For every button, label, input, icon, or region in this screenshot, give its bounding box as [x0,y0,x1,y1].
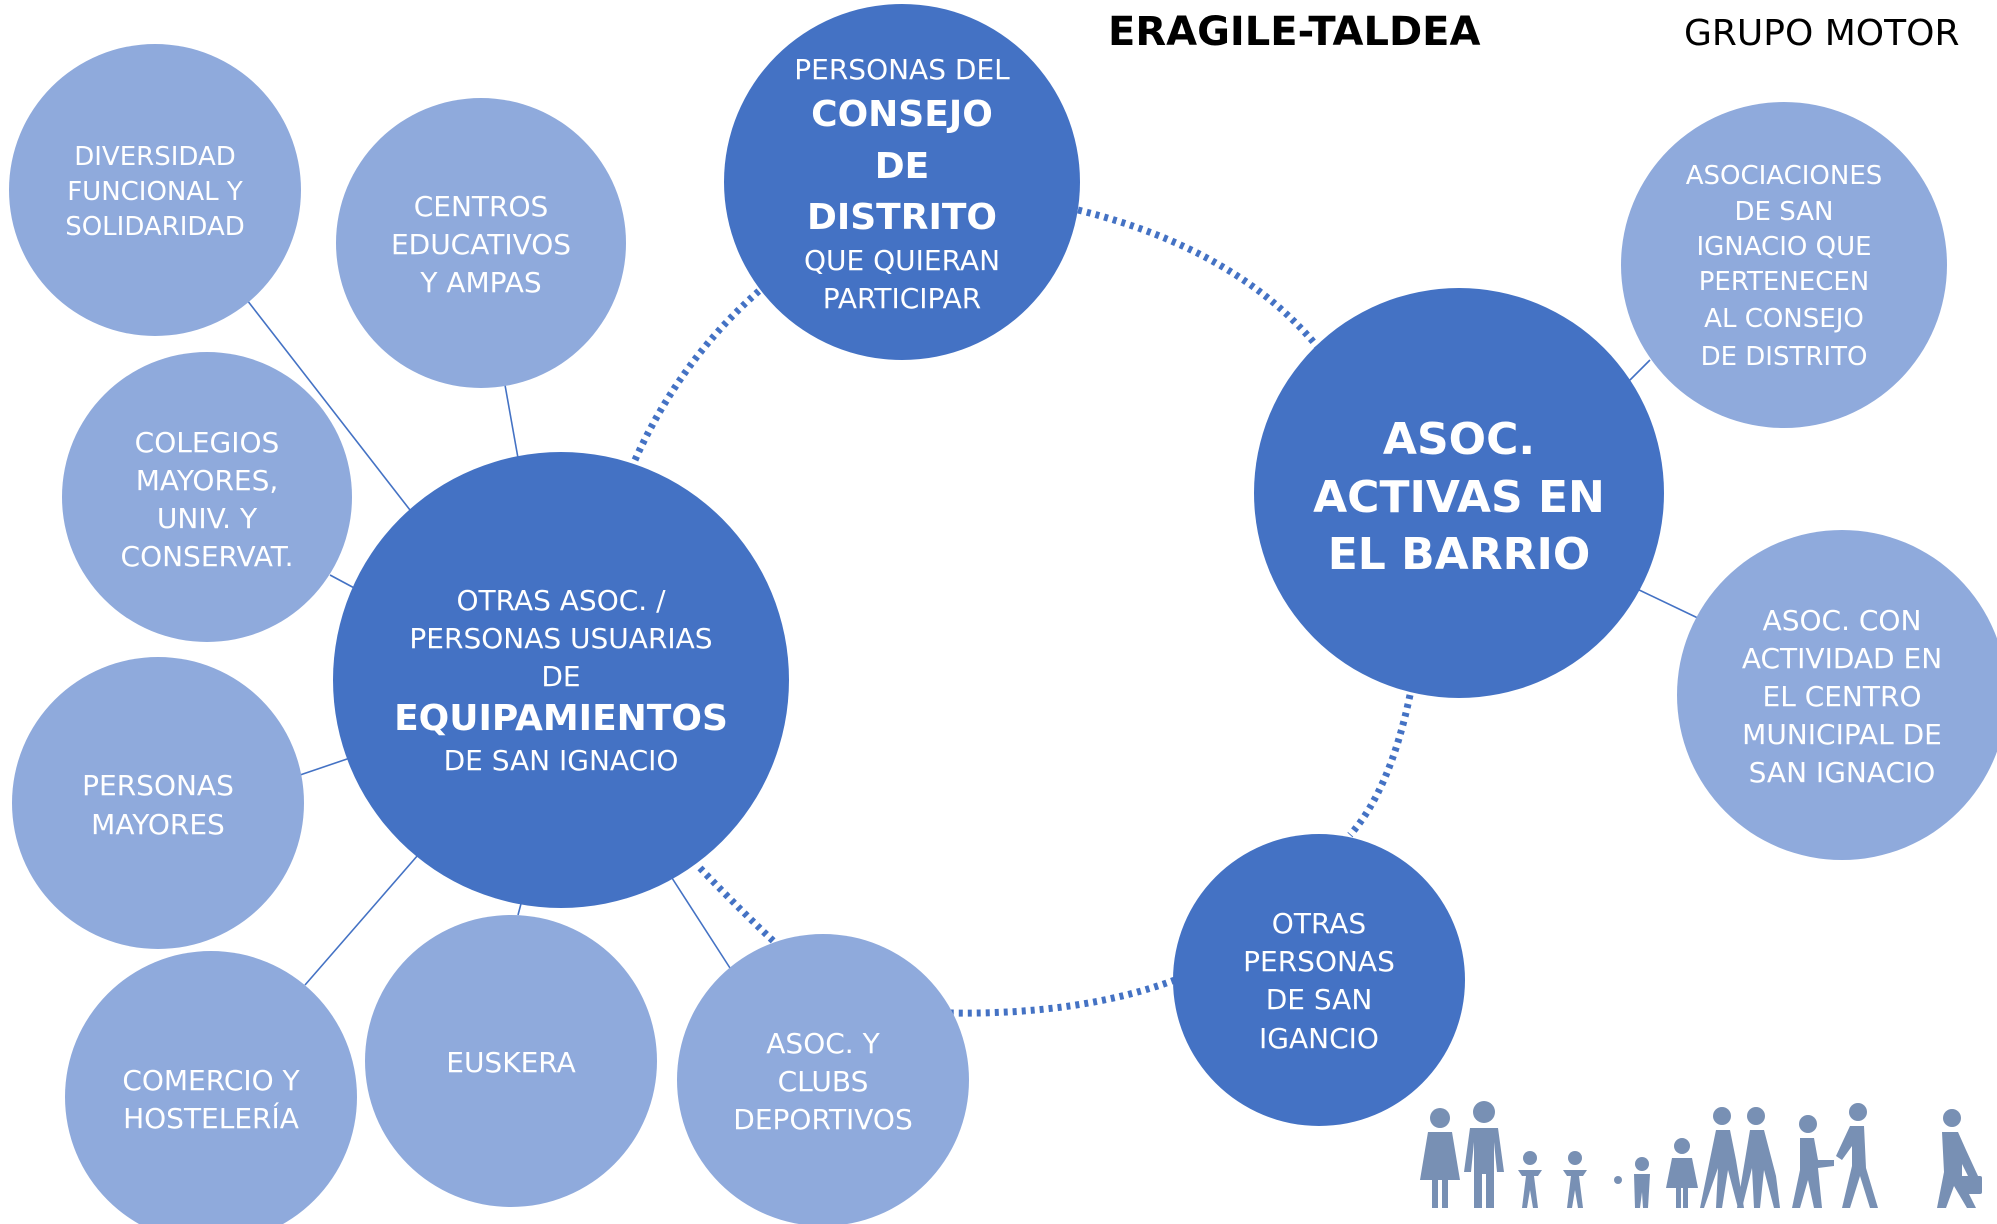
node-centro-municipal: ASOC. CON ACTIVIDAD EN EL CENTRO MUNICIP… [1677,530,1997,860]
person-elderly-icon [1737,1107,1780,1208]
node-equipamientos-line3: DE [541,660,580,693]
node-diversidad-line3: SOLIDARIDAD [65,212,245,242]
eragile-taldea-title: ERAGILE-TALDEA [1108,9,1480,55]
node-centros: CENTROS EDUCATIVOS Y AMPAS [336,98,626,388]
node-centro-municipal-line5: SAN IGNACIO [1749,756,1936,789]
node-equipamientos-line5: DE SAN IGNACIO [444,744,679,777]
node-asoc-activas-line1: ASOC. [1383,414,1535,465]
node-clubs-line1: ASOC. Y [766,1027,880,1060]
node-equipamientos-line4: EQUIPAMIENTOS [394,698,728,739]
node-asociaciones-consejo: ASOCIACIONES DE SAN IGNACIO QUE PERTENEC… [1621,102,1947,428]
link-centros [504,384,519,459]
node-consejo-line5: QUE QUIERAN [804,244,1000,277]
link-asociaciones-consejo [1629,359,1651,381]
person-pushing-icon [1792,1115,1834,1208]
link-comercio [304,854,419,986]
ring-activas-to-otras [1347,694,1414,838]
person-with-bag-icon [1937,1109,1982,1208]
node-asociaciones-consejo-line2: DE SAN [1735,197,1834,227]
node-mayores-line1: PERSONAS [82,769,234,802]
node-asociaciones-consejo-line6: DE DISTRITO [1701,342,1868,372]
person-elderly-icon [1700,1107,1744,1208]
link-clubs [671,877,731,969]
node-comercio: COMERCIO Y HOSTELERÍA [65,951,357,1224]
node-consejo-line6: PARTICIPAR [823,282,982,315]
node-consejo-line4: DISTRITO [807,197,997,238]
node-comercio-line2: HOSTELERÍA [123,1101,299,1135]
node-euskera-line1: EUSKERA [446,1046,576,1079]
node-centro-municipal-line1: ASOC. CON [1763,604,1922,637]
link-mayores [299,757,351,776]
person-woman-icon [1420,1108,1460,1208]
node-colegios: COLEGIOS MAYORES, UNIV. Y CONSERVAT. [62,352,352,642]
node-consejo-line3: DE [875,146,929,187]
node-colegios-line4: CONSERVAT. [121,540,294,573]
node-otras-personas: OTRAS PERSONAS DE SAN IGANCIO [1173,834,1465,1126]
node-asociaciones-consejo-line4: PERTENECEN [1699,267,1870,297]
node-comercio-line1: COMERCIO Y [122,1064,300,1097]
node-consejo-line2: CONSEJO [811,94,993,135]
node-colegios-line3: UNIV. Y [157,502,258,535]
node-asociaciones-consejo-line3: IGNACIO QUE [1696,232,1871,262]
node-centro-municipal-line3: EL CENTRO [1763,680,1922,713]
node-equipamientos-line1: OTRAS ASOC. / [456,584,666,617]
dashed-ring [631,206,1414,1017]
node-centros-line2: EDUCATIVOS [391,228,571,261]
node-diversidad-line2: FUNCIONAL Y [67,177,243,207]
ring-equip-to-consejo [631,287,763,462]
node-mayores: PERSONAS MAYORES [12,657,304,949]
node-clubs: ASOC. Y CLUBS DEPORTIVOS [677,934,969,1224]
node-otras-personas-line2: PERSONAS [1243,945,1395,978]
node-colegios-line1: COLEGIOS [135,426,280,459]
node-asoc-activas-line3: EL BARRIO [1328,529,1591,580]
node-centros-line1: CENTROS [414,190,549,223]
node-centro-municipal-line2: ACTIVIDAD EN [1742,642,1942,675]
ring-consejo-to-activas [1077,206,1323,353]
link-diversidad [246,299,411,511]
grupo-motor-title: GRUPO MOTOR [1684,13,1959,54]
node-clubs-line3: DEPORTIVOS [733,1103,912,1136]
node-colegios-line2: MAYORES, [136,464,279,497]
connector-lines [246,299,1703,986]
node-consejo-line1: PERSONAS DEL [794,53,1010,86]
node-equipamientos: OTRAS ASOC. / PERSONAS USUARIAS DE EQUIP… [333,452,789,908]
node-otras-personas-line3: DE SAN [1266,983,1373,1016]
node-asociaciones-consejo-line1: ASOCIACIONES [1686,161,1883,191]
node-centros-line3: Y AMPAS [419,266,541,299]
person-walking-icon [1836,1103,1878,1208]
person-girl-icon [1666,1138,1698,1208]
node-asoc-activas-line2: ACTIVAS EN [1313,472,1605,523]
node-otras-personas-line1: OTRAS [1272,907,1366,940]
node-asoc-activas: ASOC. ACTIVAS EN EL BARRIO [1254,288,1664,698]
person-toddler-icon [1614,1157,1650,1208]
ring-otras-to-clubs [949,976,1177,1017]
node-diversidad: DIVERSIDAD FUNCIONAL Y SOLIDARIDAD [9,44,301,336]
node-euskera: EUSKERA [365,915,657,1207]
node-asociaciones-consejo-line5: AL CONSEJO [1704,304,1864,334]
ring-clubs-to-equip [697,865,786,953]
node-clubs-line2: CLUBS [778,1065,869,1098]
node-consejo: PERSONAS DEL CONSEJO DE DISTRITO QUE QUI… [724,4,1080,360]
node-equipamientos-line2: PERSONAS USUARIAS [409,622,712,655]
node-centro-municipal-line4: MUNICIPAL DE [1742,718,1942,751]
person-child-icon [1518,1151,1542,1208]
link-centro-municipal [1634,587,1703,621]
person-child-icon [1563,1151,1587,1208]
people-group-icon [1420,1101,1982,1208]
node-diversidad-line1: DIVERSIDAD [74,142,236,172]
node-otras-personas-line4: IGANCIO [1259,1022,1379,1055]
node-mayores-line2: MAYORES [91,808,225,841]
person-man-icon [1464,1101,1504,1208]
